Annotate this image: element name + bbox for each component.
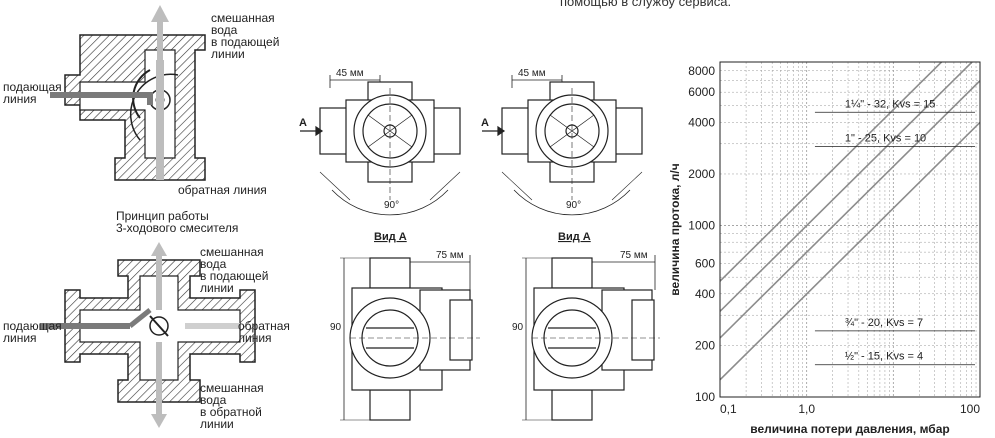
y-tick-label: 200 — [695, 338, 715, 352]
series-line-2 — [720, 80, 980, 339]
v3-mixed-supply-3: в подающей — [211, 35, 280, 49]
top-view-right — [482, 75, 643, 216]
series-label-1: 1" - 25, Kvs = 10 — [845, 132, 926, 144]
y-tick-label: 2000 — [688, 167, 715, 181]
angle-right: 90° — [566, 200, 581, 211]
v3-mixed-supply-1: смешанная — [211, 11, 275, 25]
v4-supply-line-1: подающая — [3, 319, 62, 333]
series-line-0 — [720, 62, 943, 282]
arrow-a-right: A — [481, 117, 489, 129]
top-note: помощью в службу сервиса. — [560, 0, 732, 9]
v3-mixed-supply-2: вода — [211, 23, 238, 37]
dim-45-right: 45 мм — [518, 68, 546, 79]
y-tick-label: 100 — [695, 390, 715, 404]
x-tick-label: 1,0 — [798, 402, 815, 416]
x-tick-label: 100 — [960, 402, 980, 416]
series-line-1 — [720, 62, 974, 312]
v3-caption-1: Принцип работы — [116, 209, 209, 223]
v4-mixed-supply-4: линии — [200, 281, 234, 295]
v4-return-line-2: линия — [238, 331, 272, 345]
dim-75-left: 75 мм — [436, 250, 464, 261]
v4-mixed-supply-2: вода — [200, 257, 227, 271]
dim-45-left: 45 мм — [336, 68, 364, 79]
y-tick-label: 6000 — [688, 85, 715, 99]
v3-supply-line-2: линия — [3, 92, 37, 106]
v4-mixed-return-3: в обратной — [200, 405, 262, 419]
supply-flow-arrow — [50, 92, 153, 105]
v4-mixed-supply-3: в подающей — [200, 269, 269, 283]
v3-return-line: обратная линия — [178, 183, 267, 197]
v4-return-line-1: обратная — [238, 319, 290, 333]
up-arrow-icon — [151, 242, 167, 256]
plot-frame — [719, 61, 981, 398]
y-tick-label: 400 — [695, 287, 715, 301]
down-arrow-icon — [151, 414, 167, 428]
three-way-valve-diagram — [50, 5, 206, 181]
top-view-left — [300, 75, 461, 216]
view-a-left: Вид А — [374, 231, 407, 243]
dim-90-left: 90 — [330, 322, 342, 333]
side-view-right — [522, 255, 660, 421]
v4-supply-line-2: линия — [3, 331, 37, 345]
y-tick-label: 4000 — [688, 115, 715, 129]
series-label-3: ½" - 15, Kvs = 4 — [845, 351, 923, 363]
dim-90-right: 90 — [512, 322, 524, 333]
y-tick-label: 1000 — [688, 219, 715, 233]
y-axis-label: величина протока, л/ч — [668, 163, 682, 295]
series-label-2: ¾" - 20, Kvs = 7 — [845, 317, 923, 329]
v4-mixed-return-2: вода — [200, 393, 227, 407]
v3-mixed-supply-4: линии — [211, 47, 245, 61]
view-a-right: Вид А — [558, 231, 591, 243]
v4-mixed-return-1: смешанная — [200, 381, 264, 395]
x-axis-label: величина потери давления, мбар — [750, 422, 949, 436]
angle-left: 90° — [384, 200, 399, 211]
mixed-flow-arrow-icon — [151, 5, 169, 22]
v4-mixed-supply-1: смешанная — [200, 245, 264, 259]
x-tick-label: 0,1 — [720, 402, 737, 416]
side-view-left — [340, 255, 480, 421]
v3-caption-2: 3-ходового смесителя — [116, 221, 239, 235]
y-tick-label: 600 — [695, 257, 715, 271]
series-label-0: 1¼" - 32, Kvs = 15 — [845, 98, 935, 110]
technical-drawings: 45 мм 45 мм A A 90° 90° Вид А Вид А 75 м… — [299, 68, 660, 421]
arrow-a-left: A — [299, 117, 307, 129]
v3-supply-line-1: подающая — [3, 80, 62, 94]
y-tick-label: 8000 — [688, 64, 715, 78]
flow-chart: 0,1 1,0 100 100 200 400 600 1000 2000 4000 6000 800… — [668, 61, 981, 436]
dim-75-right: 75 мм — [620, 250, 648, 261]
series-line-3 — [720, 121, 980, 381]
four-way-valve-diagram — [40, 242, 256, 428]
v4-mixed-return-4: линии — [200, 417, 234, 431]
